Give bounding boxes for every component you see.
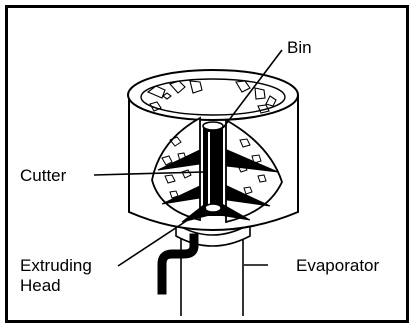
cutter-label: Cutter bbox=[20, 166, 66, 186]
extruding-head-hub bbox=[205, 204, 221, 212]
drain-hose bbox=[162, 238, 194, 290]
evaporator-label: Evaporator bbox=[296, 256, 379, 276]
cutter-shaft bbox=[203, 126, 223, 216]
cutter-shaft-top bbox=[203, 122, 223, 130]
bin-label: Bin bbox=[287, 38, 312, 58]
extruding-head-label-line2: Head bbox=[20, 276, 61, 296]
extruding-head-label-line1: Extruding bbox=[20, 256, 92, 276]
